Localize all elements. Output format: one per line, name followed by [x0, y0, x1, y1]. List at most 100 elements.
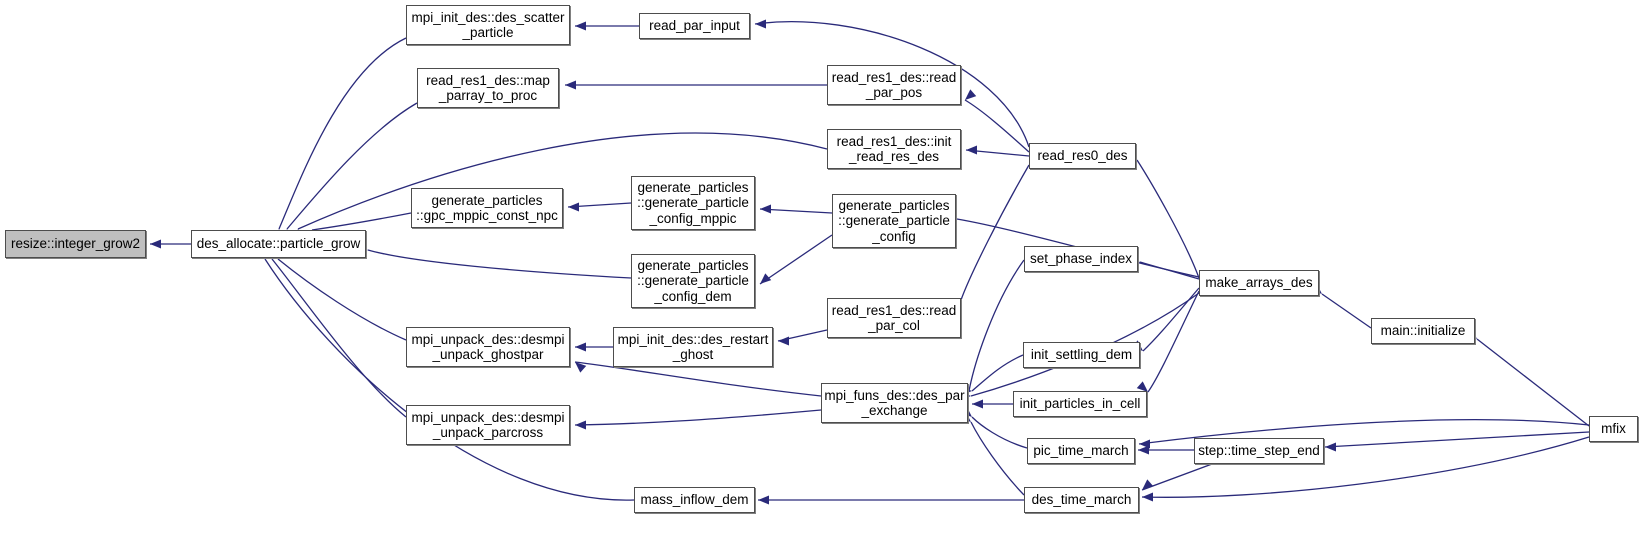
graph-edge: [1324, 431, 1590, 448]
graph-node-label: read_res1_des::read _par_col: [831, 302, 957, 334]
graph-edge: [1321, 293, 1372, 329]
edge-arrowhead: [568, 202, 579, 212]
graph-node-label: generate_particles ::generate_particle _…: [838, 197, 950, 244]
graph-node-label: read_res1_des::map _parray_to_proc: [426, 72, 550, 104]
graph-node-gen_cfg_mppic[interactable]: generate_particles ::generate_particle _…: [631, 176, 755, 230]
graph-node-integer_grow2[interactable]: resize::integer_grow2: [5, 230, 146, 258]
graph-edge: [965, 149, 1030, 157]
graph-node-gen_cfg_dem[interactable]: generate_particles ::generate_particle _…: [631, 254, 755, 308]
graph-node-read_par_pos[interactable]: read_res1_des::read _par_pos: [827, 65, 961, 105]
edge-arrowhead: [966, 145, 977, 155]
graph-node-label: step::time_step_end: [1198, 443, 1320, 459]
graph-edge: [759, 208, 833, 214]
graph-edge: [574, 409, 822, 426]
graph-node-mass_inflow_dem[interactable]: mass_inflow_dem: [634, 487, 755, 513]
edge-arrowhead: [755, 19, 766, 29]
graph-node-label: des_allocate::particle_grow: [196, 236, 361, 252]
graph-node-unpack_parcross[interactable]: mpi_unpack_des::desmpi _unpack_parcross: [406, 405, 570, 445]
edge-arrowhead: [778, 336, 789, 346]
graph-edge: [277, 258, 407, 341]
graph-node-set_phase_index[interactable]: set_phase_index: [1024, 246, 1138, 272]
graph-edge: [964, 99, 1030, 153]
graph-edge: [264, 258, 635, 501]
graph-node-label: read_res0_des: [1037, 148, 1128, 164]
graph-node-label: generate_particles ::gpc_mppic_const_npc: [416, 192, 558, 224]
edge-arrowhead: [575, 420, 586, 430]
edge-arrowhead: [758, 495, 769, 505]
graph-edge: [1147, 290, 1200, 393]
graph-node-read_res0_des[interactable]: read_res0_des: [1029, 143, 1136, 169]
graph-edge: [968, 259, 1025, 392]
graph-node-label: main::initialize: [1380, 323, 1466, 339]
graph-node-init_read_res_des[interactable]: read_res1_des::init _read_res_des: [827, 129, 961, 169]
graph-edge: [777, 329, 828, 342]
graph-edge: [574, 361, 822, 397]
graph-node-label: resize::integer_grow2: [10, 236, 141, 252]
graph-node-label: mpi_unpack_des::desmpi _unpack_parcross: [411, 409, 565, 441]
edge-arrowhead: [565, 80, 576, 90]
graph-edge: [960, 164, 1030, 301]
graph-node-init_particles_in_cell[interactable]: init_particles_in_cell: [1013, 391, 1147, 417]
edge-arrowhead: [575, 342, 586, 352]
graph-edge: [1476, 338, 1590, 427]
graph-edge: [367, 249, 632, 279]
graph-node-label: generate_particles ::generate_particle _…: [637, 257, 749, 304]
graph-edge: [271, 258, 407, 418]
graph-node-des_restart_ghost[interactable]: mpi_init_des::des_restart _ghost: [613, 327, 773, 367]
graph-node-label: read_par_input: [649, 18, 740, 34]
edge-arrowhead: [1139, 439, 1150, 449]
edge-arrowhead: [575, 21, 586, 31]
graph-node-label: pic_time_march: [1033, 443, 1129, 459]
graph-node-particle_grow[interactable]: des_allocate::particle_grow: [191, 230, 366, 258]
edge-arrowhead: [1142, 479, 1154, 490]
graph-node-time_step_end[interactable]: step::time_step_end: [1194, 438, 1324, 464]
graph-edge: [1142, 287, 1200, 352]
graph-node-label: mpi_unpack_des::desmpi _unpack_ghostpar: [411, 331, 565, 363]
edge-arrowhead: [575, 362, 587, 373]
graph-node-pic_time_march[interactable]: pic_time_march: [1027, 438, 1135, 464]
graph-node-label: mfix: [1601, 421, 1626, 437]
graph-node-label: mpi_init_des::des_restart _ghost: [617, 331, 769, 363]
graph-node-read_par_input[interactable]: read_par_input: [639, 13, 750, 39]
graph-edge: [971, 354, 1024, 392]
graph-edge: [971, 416, 1028, 449]
graph-node-make_arrays_des[interactable]: make_arrays_des: [1199, 270, 1319, 296]
graph-edge: [1141, 463, 1213, 491]
graph-node-main_initialize[interactable]: main::initialize: [1371, 318, 1475, 344]
graph-node-read_par_col[interactable]: read_res1_des::read _par_col: [827, 298, 961, 338]
graph-edge: [278, 37, 407, 230]
graph-node-label: mpi_funs_des::des_par _exchange: [824, 387, 965, 419]
graph-node-des_scatter_particle[interactable]: mpi_init_des::des_scatter _particle: [406, 5, 570, 45]
graph-edge: [970, 421, 1025, 496]
edge-arrowhead: [1142, 492, 1153, 502]
graph-node-gpc_mppic_const_npc[interactable]: generate_particles ::gpc_mppic_const_npc: [411, 188, 563, 228]
edge-arrowhead: [1325, 442, 1336, 452]
graph-node-label: des_time_march: [1031, 492, 1132, 508]
graph-node-label: init_particles_in_cell: [1019, 396, 1141, 412]
graph-edge: [759, 234, 833, 285]
graph-node-label: make_arrays_des: [1205, 275, 1313, 291]
graph-node-gen_particle_config[interactable]: generate_particles ::generate_particle _…: [832, 194, 956, 248]
graph-edge: [286, 102, 418, 230]
graph-node-label: read_res1_des::read _par_pos: [831, 69, 957, 101]
graph-node-des_par_exchange[interactable]: mpi_funs_des::des_par _exchange: [821, 383, 968, 423]
edge-arrowhead: [965, 89, 977, 100]
graph-edge: [1136, 159, 1200, 279]
edge-arrowhead: [1138, 445, 1149, 455]
graph-node-label: read_res1_des::init _read_res_des: [836, 133, 952, 165]
graph-node-des_time_march[interactable]: des_time_march: [1024, 487, 1139, 513]
graph-node-label: init_settling_dem: [1030, 347, 1133, 363]
graph-node-label: mass_inflow_dem: [640, 492, 749, 508]
edge-arrowhead: [760, 273, 772, 284]
graph-edge: [1139, 261, 1200, 280]
graph-node-label: mpi_init_des::des_scatter _particle: [411, 9, 565, 41]
graph-node-mfix[interactable]: mfix: [1589, 416, 1638, 442]
graph-node-label: set_phase_index: [1029, 251, 1133, 267]
edge-arrowhead: [972, 399, 983, 409]
graph-node-map_parray_to_proc[interactable]: read_res1_des::map _parray_to_proc: [417, 68, 559, 108]
graph-edge: [567, 202, 632, 208]
graph-node-init_settling_dem[interactable]: init_settling_dem: [1023, 342, 1140, 368]
graph-node-unpack_ghostpar[interactable]: mpi_unpack_des::desmpi _unpack_ghostpar: [406, 327, 570, 367]
